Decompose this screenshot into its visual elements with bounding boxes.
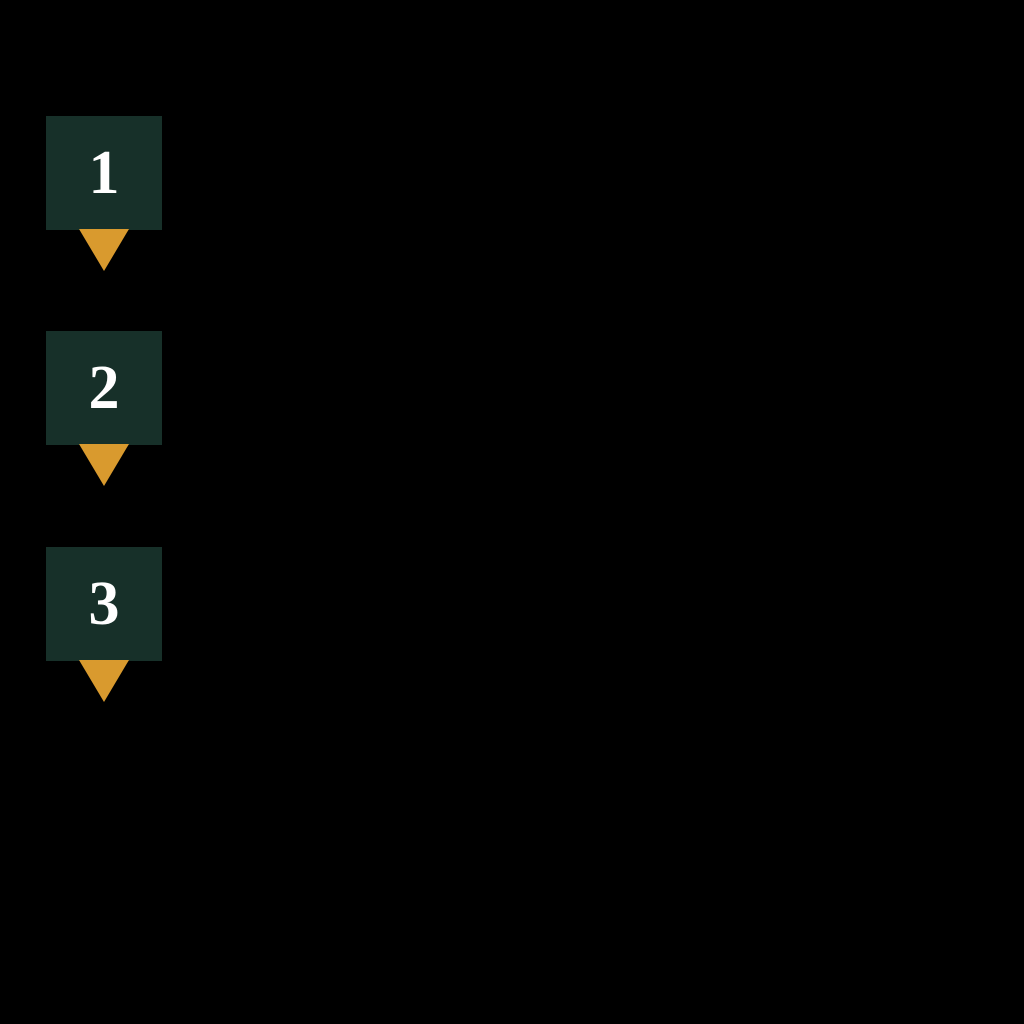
step-marker-1[interactable]: 1 [46, 116, 162, 271]
step-badge-1[interactable]: 1 [46, 116, 162, 230]
chevron-down-icon-2 [79, 444, 129, 486]
chevron-down-icon-3 [79, 660, 129, 702]
chevron-down-icon-1 [79, 229, 129, 271]
step-number-label-3: 3 [88, 570, 120, 638]
step-badge-2[interactable]: 2 [46, 331, 162, 445]
step-marker-3[interactable]: 3 [46, 547, 162, 702]
step-marker-2[interactable]: 2 [46, 331, 162, 486]
step-number-label-1: 1 [88, 139, 120, 207]
step-number-label-2: 2 [88, 354, 120, 422]
step-badge-3[interactable]: 3 [46, 547, 162, 661]
